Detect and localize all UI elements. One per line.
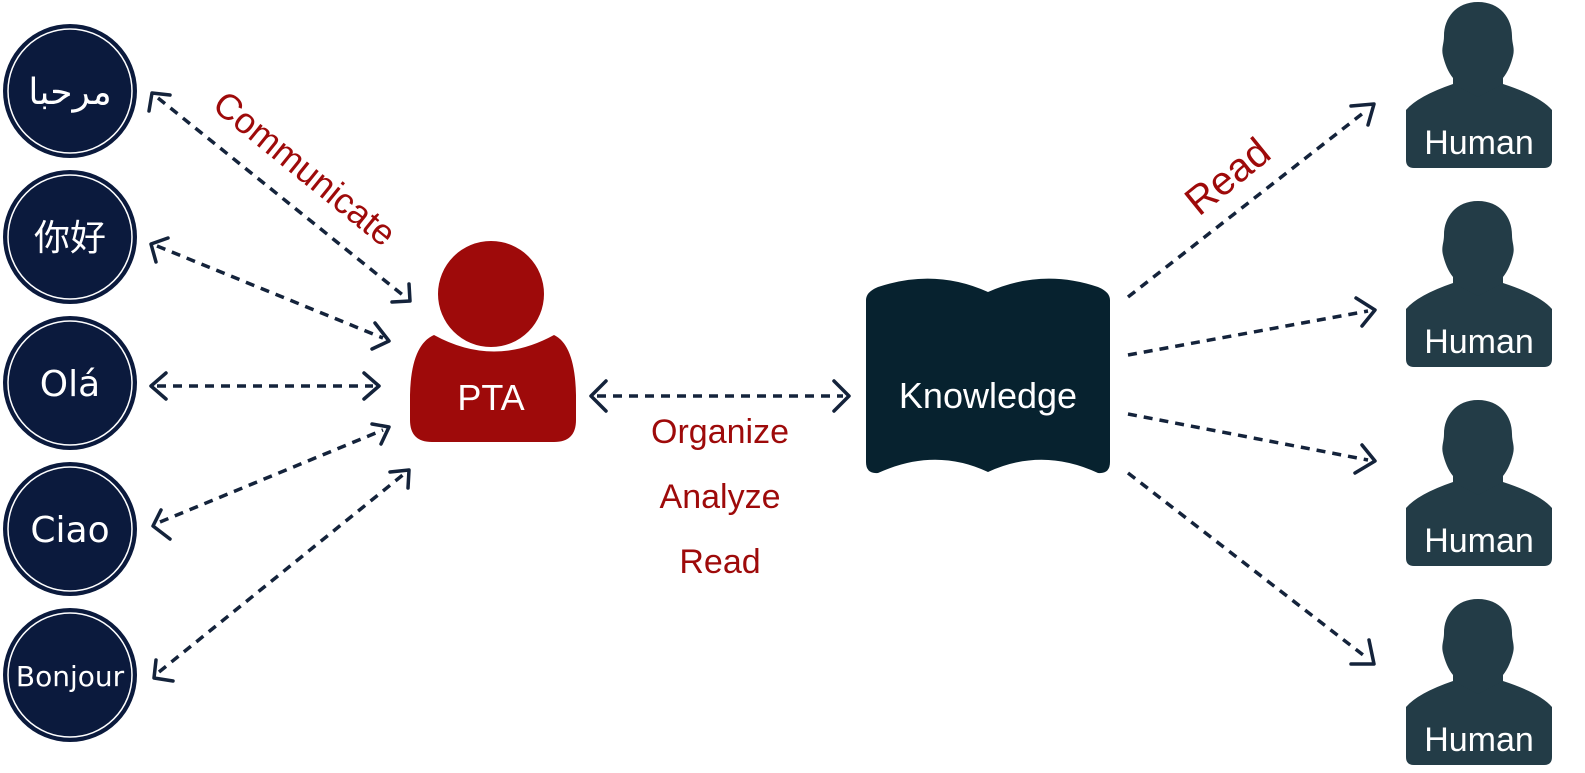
- human-node-4: Human: [1406, 599, 1552, 765]
- arrow-chinese-pta: [149, 236, 391, 351]
- language-circle-ring: [7, 466, 133, 592]
- language-circle-ring: [7, 28, 133, 154]
- human-silhouette-icon: [1406, 599, 1552, 765]
- language-greeting: Ciao: [30, 510, 109, 551]
- read-label-middle: Read: [679, 543, 760, 581]
- organize-label: Organize: [651, 413, 789, 451]
- pta-label: PTA: [457, 377, 524, 418]
- human-node-1: Human: [1406, 2, 1552, 168]
- read-label-right: Read: [1177, 130, 1279, 224]
- pta-head-icon: [438, 241, 544, 347]
- language-greeting: Olá: [40, 364, 100, 405]
- human-label: Human: [1424, 323, 1534, 361]
- human-silhouette-icon: [1406, 400, 1552, 566]
- arrow-knowledge-human-2: [1127, 296, 1377, 357]
- human-silhouette-icon: [1406, 201, 1552, 367]
- language-node-portuguese: Olá: [3, 316, 137, 450]
- arrow-arabic-pta: [147, 91, 412, 304]
- knowledge-book: Knowledge: [866, 278, 1110, 474]
- language-node-french: Bonjour: [3, 608, 137, 742]
- communicate-label: Communicate: [206, 82, 404, 254]
- pta-body-icon: [410, 335, 576, 442]
- human-label: Human: [1424, 124, 1534, 162]
- arrow-pta-knowledge: [589, 379, 851, 413]
- language-node-arabic: مرحبا: [3, 24, 137, 158]
- pta-agent: PTA: [410, 241, 576, 442]
- language-circle: [3, 170, 137, 304]
- analyze-label: Analyze: [660, 478, 781, 516]
- language-greeting: 你好: [34, 218, 106, 259]
- human-label: Human: [1424, 522, 1534, 560]
- arrow-french-pta: [152, 468, 411, 683]
- arrow-italian-pta: [151, 422, 391, 541]
- language-greeting: مرحبا: [28, 72, 111, 113]
- language-node-chinese: 你好: [3, 170, 137, 304]
- language-circle: [3, 462, 137, 596]
- arrow-knowledge-human-1: [1126, 102, 1376, 299]
- human-label: Human: [1424, 721, 1534, 759]
- arrow-knowledge-human-3: [1127, 412, 1377, 475]
- human-node-3: Human: [1406, 400, 1552, 566]
- book-icon: [866, 278, 1110, 474]
- language-circle-ring: [7, 612, 133, 738]
- human-node-2: Human: [1406, 201, 1552, 367]
- arrow-knowledge-human-4: [1126, 471, 1376, 666]
- language-circle-ring: [7, 174, 133, 300]
- language-node-italian: Ciao: [3, 462, 137, 596]
- knowledge-label: Knowledge: [899, 375, 1077, 416]
- arrow-portuguese-pta: [149, 371, 381, 401]
- language-circle: [3, 608, 137, 742]
- human-silhouette-icon: [1406, 2, 1552, 168]
- language-circle-ring: [7, 320, 133, 446]
- language-greeting: Bonjour: [16, 660, 125, 693]
- language-circle: [3, 316, 137, 450]
- language-circle: [3, 24, 137, 158]
